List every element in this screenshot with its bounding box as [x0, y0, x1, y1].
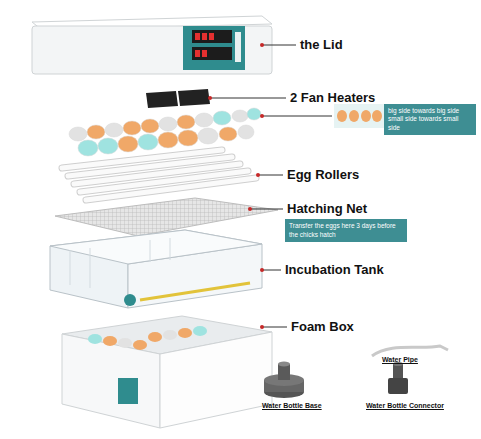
water-pipe — [372, 346, 448, 356]
eggs — [69, 108, 261, 156]
transfer-note: Transfer the eggs here 3 days before the… — [285, 219, 407, 242]
part-label: Foam Box — [291, 320, 354, 334]
part-label: 2 Fan Heaters — [290, 91, 375, 105]
accessory-label: Water Bottle Base — [262, 402, 322, 410]
orientation-note: big side towards big side small side tow… — [384, 104, 476, 135]
note-text: big side towards big side small side tow… — [388, 107, 472, 131]
water-bottle-base — [264, 362, 304, 399]
fan-heaters — [146, 89, 210, 108]
foam-box — [62, 316, 272, 428]
part-label: Hatching Net — [287, 202, 367, 216]
egg-rollers — [62, 150, 256, 200]
incubation-tank — [50, 230, 262, 308]
water-bottle-connector — [388, 362, 408, 394]
part-label: the Lid — [300, 38, 343, 52]
callout-eggs — [334, 104, 384, 128]
note-text: Transfer the eggs here 3 days before the… — [289, 222, 403, 238]
part-label: Incubation Tank — [285, 263, 384, 277]
part-label: Egg Rollers — [287, 168, 359, 182]
lid — [32, 16, 272, 74]
accessory-label: Water Bottle Connector — [366, 402, 444, 410]
accessory-label: Water Pipe — [382, 356, 418, 364]
hatching-net — [55, 198, 278, 236]
